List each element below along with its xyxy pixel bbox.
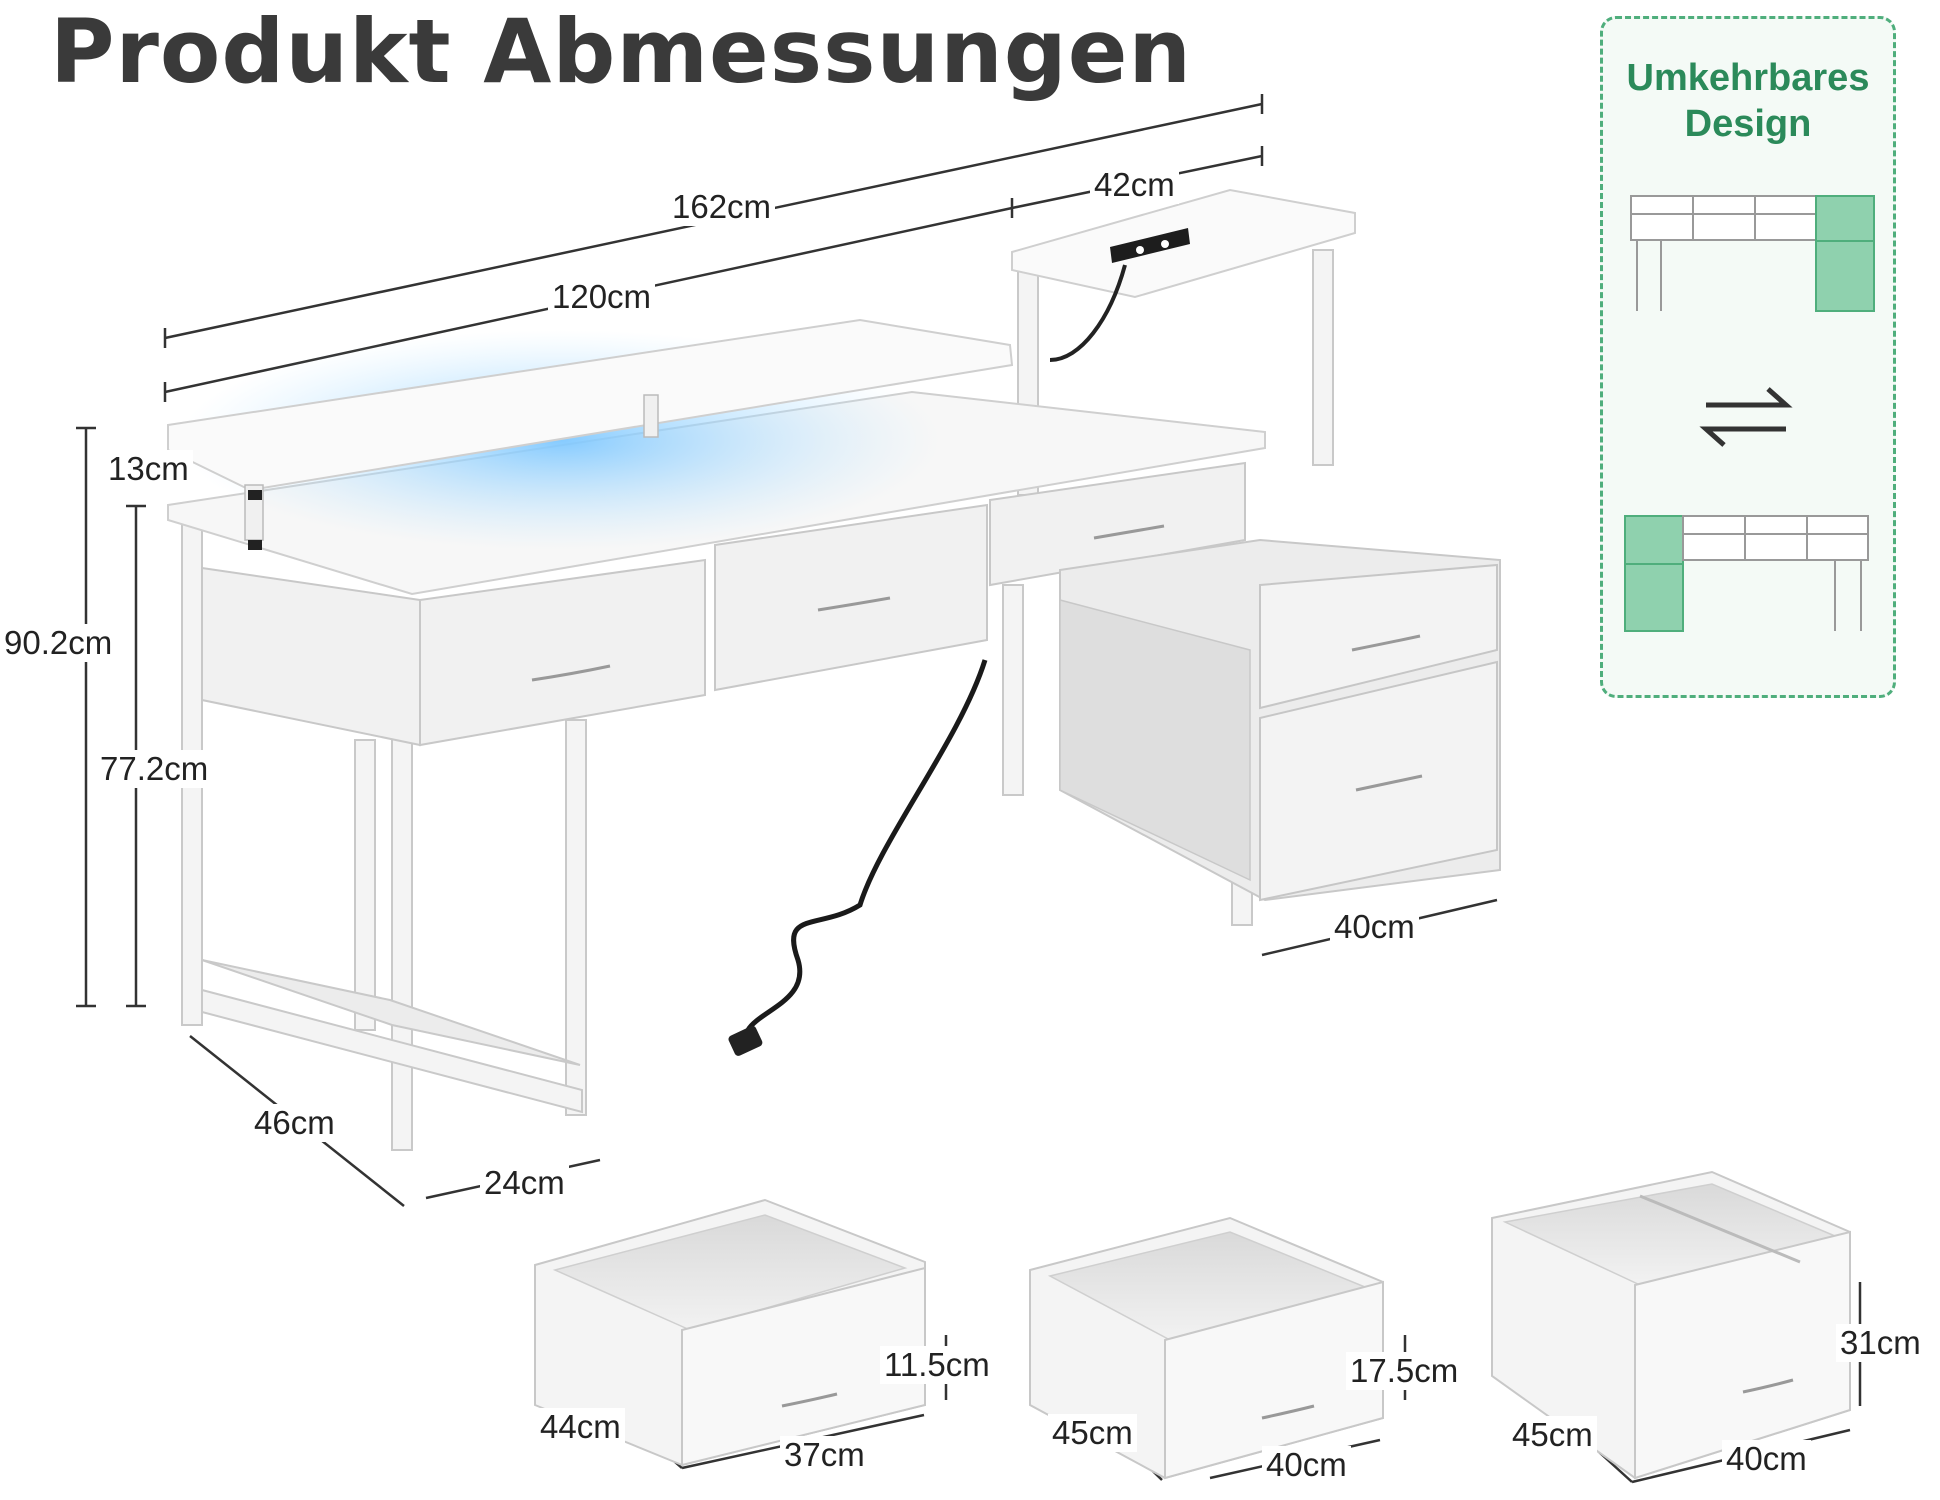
drawer-2-illustration	[1029, 1216, 1384, 1480]
drawer-handles	[531, 524, 1165, 682]
drawer-3-width: 40cm	[1722, 1440, 1811, 1478]
dim-height-desk: 77.2cm	[96, 750, 213, 788]
drawer-2-width: 40cm	[1262, 1446, 1351, 1484]
desk-drawers	[201, 461, 1246, 747]
dim-width-return: 42cm	[1090, 166, 1179, 204]
dim-width-total: 162cm	[668, 188, 776, 226]
power-cable	[745, 659, 988, 1032]
drawer-3-illustration	[1491, 1170, 1851, 1480]
reversible-diagrams	[1624, 195, 1875, 632]
dim-shelf-depth: 24cm	[480, 1164, 569, 1202]
storage-cabinet	[1059, 538, 1501, 902]
drawer-2-height: 17.5cm	[1346, 1352, 1463, 1390]
desk-frame	[181, 249, 1334, 1151]
dim-width-main: 120cm	[548, 278, 656, 316]
power-strip	[1110, 228, 1190, 263]
power-plug	[728, 1025, 763, 1056]
dim-shelf-height: 13cm	[104, 450, 193, 488]
dim-height-total: 90.2cm	[0, 624, 117, 662]
dim-depth: 46cm	[250, 1104, 339, 1142]
dim-cabinet-width: 40cm	[1330, 908, 1419, 946]
layout-right-return	[1630, 195, 1875, 312]
drawer-3-depth: 45cm	[1508, 1416, 1597, 1454]
swap-arrows-icon	[1699, 387, 1793, 447]
drawer-1-depth: 44cm	[536, 1408, 625, 1446]
page-title: Produkt Abmessungen	[50, 0, 1193, 103]
drawer-3-height: 31cm	[1836, 1324, 1925, 1362]
layout-left-return	[1624, 515, 1869, 632]
drawer-1-width: 37cm	[780, 1436, 869, 1474]
reversible-design-panel: Umkehrbares Design	[1600, 16, 1896, 698]
reversible-design-title: Umkehrbares Design	[1626, 57, 1870, 145]
drawer-1-height: 11.5cm	[880, 1346, 994, 1384]
drawer-1-illustration	[534, 1198, 926, 1467]
drawer-2-depth: 45cm	[1048, 1414, 1137, 1452]
